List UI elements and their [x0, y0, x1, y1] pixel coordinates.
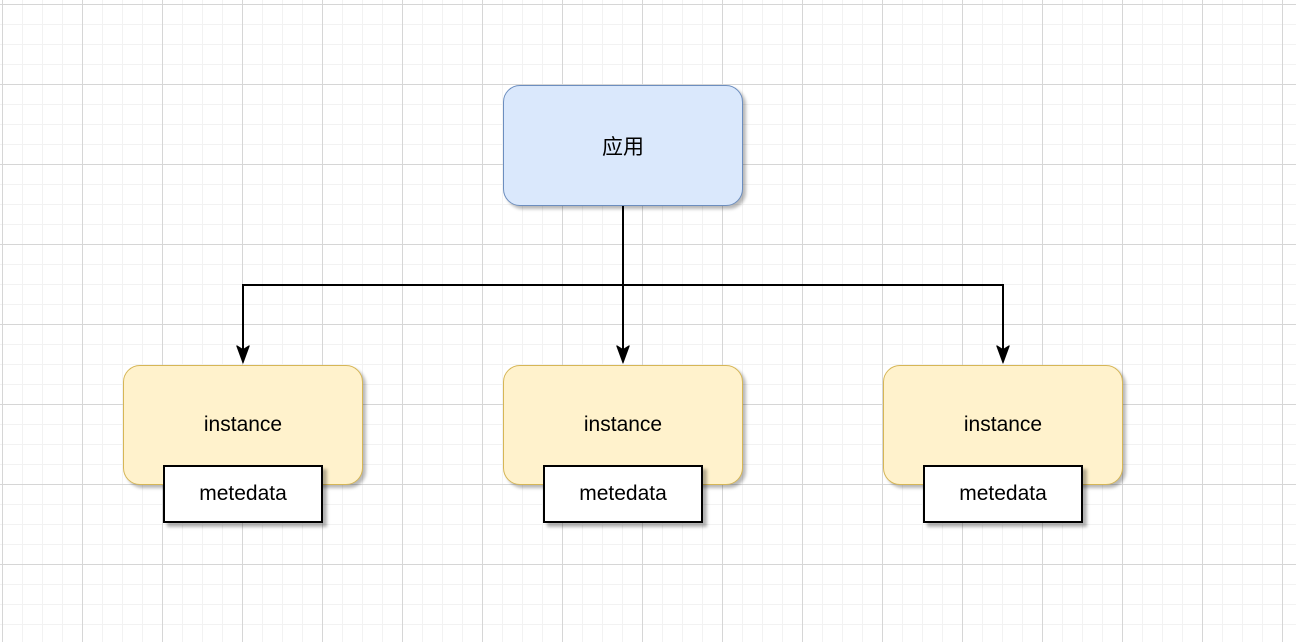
- node-metadata-1-label: metedata: [199, 482, 287, 505]
- node-metadata-2-label: metedata: [579, 482, 667, 505]
- node-metadata-1: metedata: [163, 465, 323, 523]
- connector-app-to-instance-3: [622, 206, 1003, 361]
- node-metadata-2: metedata: [543, 465, 703, 523]
- node-metadata-3: metedata: [923, 465, 1083, 523]
- node-app-label: 应用: [602, 135, 644, 159]
- connector-app-to-instance-1: [243, 206, 624, 361]
- node-metadata-3-label: metedata: [959, 482, 1047, 505]
- node-app: 应用: [503, 85, 743, 206]
- node-instance-3-label: instance: [963, 413, 1043, 436]
- node-instance-2-label: instance: [583, 413, 663, 436]
- node-instance-1-label: instance: [203, 413, 283, 436]
